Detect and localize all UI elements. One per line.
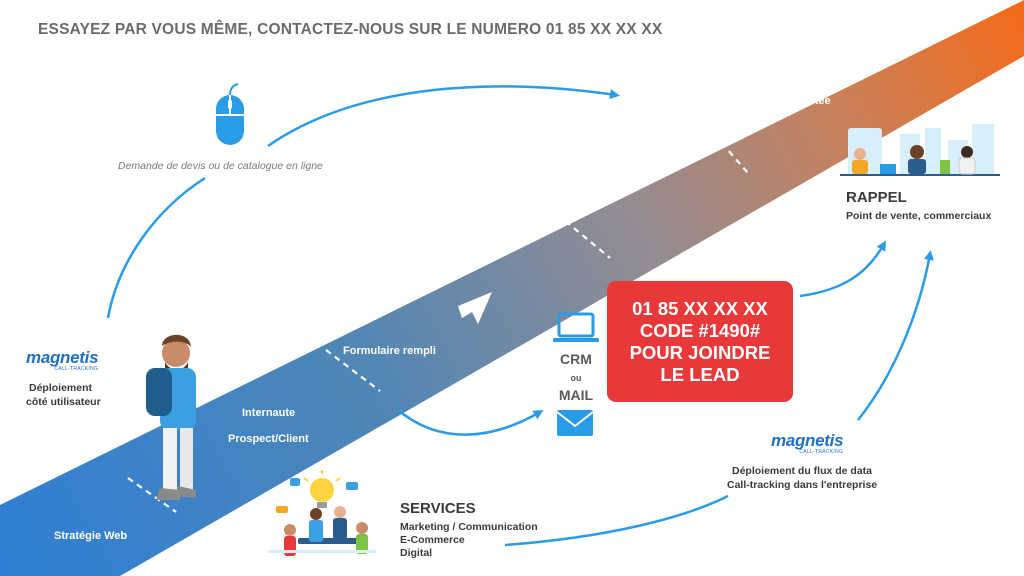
services-illustration: [268, 470, 376, 556]
magnetis-logo-right: magnetis CALL-TRACKING: [771, 431, 844, 455]
flow-arrows: [106, 85, 934, 547]
mail-label: MAIL: [558, 387, 594, 403]
mouse-caption: Demande de devis ou de catalogue en lign…: [118, 160, 323, 172]
magnetis-logo-word: magnetis: [771, 431, 844, 450]
services-line3: Digital: [400, 547, 433, 559]
label-demande-traitee: Demande traitée: [745, 95, 831, 107]
ou-label: ou: [570, 373, 582, 383]
label-strategie-web: Stratégie Web: [54, 530, 128, 542]
rappel-title: RAPPEL: [846, 189, 907, 206]
services-line1: Marketing / Communication: [400, 521, 538, 533]
magnetis-left-line1: Déploiement: [29, 382, 93, 394]
person-illustration: [146, 334, 196, 500]
lead-phone-line3: POUR JOINDRE: [629, 341, 771, 363]
lead-phone-box: 01 85 XX XX XX CODE #1490# POUR JOINDRE …: [607, 281, 793, 402]
arrow-to-rappel: [799, 240, 886, 298]
laptop-icon: [553, 312, 599, 342]
mouse-icon: [216, 83, 244, 145]
magnetis-logo-left: magnetis CALL-TRACKING: [26, 348, 99, 372]
arrow-bottom: [504, 494, 729, 547]
band-separators: [127, 117, 749, 513]
label-formulaire-rempli: Formulaire rempli: [343, 345, 436, 357]
services-line2: E-Commerce: [400, 534, 465, 546]
magnetis-right-line1: Déploiement du flux de data: [732, 465, 873, 477]
band-arrow-icon: [458, 292, 492, 324]
label-internaute: Internaute: [242, 407, 296, 419]
lead-phone-line4: LE LEAD: [660, 363, 740, 385]
magnetis-right-line2: Call-tracking dans l'entreprise: [727, 479, 878, 491]
label-prospect-client: Prospect/Client: [228, 433, 309, 445]
rappel-subtitle: Point de vente, commerciaux: [846, 210, 992, 222]
envelope-icon: [556, 410, 594, 436]
lead-phone-line1: 01 85 XX XX XX: [632, 297, 768, 319]
page-title: ESSAYEZ PAR VOUS MÊME, CONTACTEZ-NOUS SU…: [38, 21, 663, 38]
magnetis-left-line2: côté utilisateur: [26, 396, 101, 408]
arrow-top: [267, 85, 620, 148]
magnetis-logo-sub: CALL-TRACKING: [54, 366, 99, 372]
magnetis-logo-sub: CALL-TRACKING: [799, 449, 844, 455]
crm-label: CRM: [560, 351, 592, 367]
magnetis-logo-word: magnetis: [26, 348, 99, 367]
lead-phone-line2: CODE #1490#: [639, 319, 761, 341]
services-title: SERVICES: [400, 500, 476, 517]
call-center-illustration: [840, 124, 1000, 176]
arrow-left-up: [106, 176, 206, 319]
arrow-right-up: [857, 250, 934, 421]
arrow-to-mail: [397, 409, 544, 436]
